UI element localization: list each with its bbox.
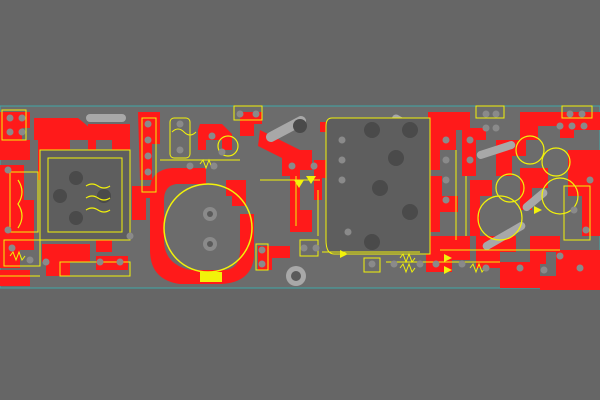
electrolytic-capacitor-icon bbox=[163, 183, 253, 282]
silkscreen-layer bbox=[0, 105, 593, 277]
diode-icon bbox=[294, 176, 542, 274]
heatsink-icon bbox=[293, 117, 431, 255]
pads-layer bbox=[4, 110, 594, 274]
mounting-hole-icon bbox=[286, 266, 306, 286]
transformer-icon bbox=[9, 149, 131, 241]
right-capacitors bbox=[217, 135, 579, 241]
